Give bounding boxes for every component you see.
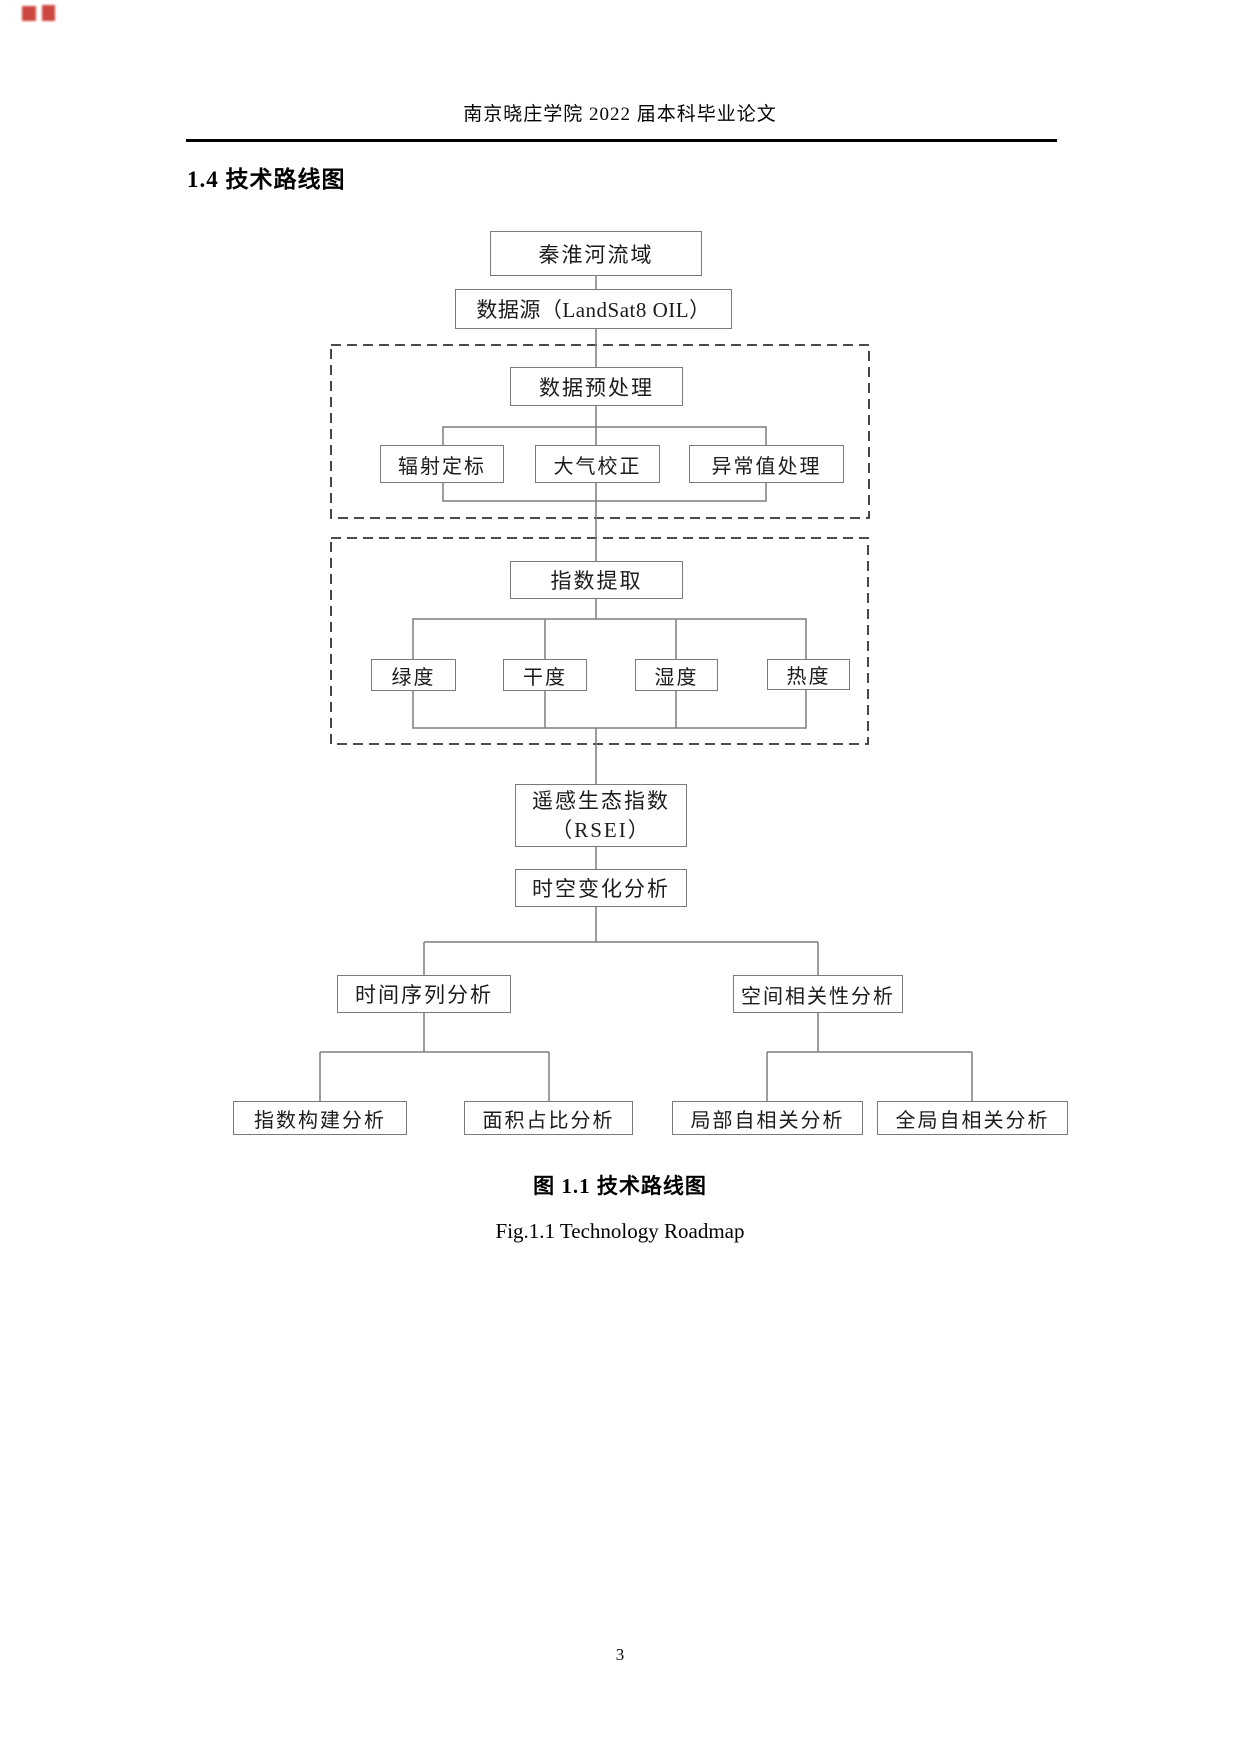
node-spatial-correlation-analysis: 空间相关性分析 xyxy=(733,975,903,1013)
node-time-series-analysis: 时间序列分析 xyxy=(337,975,511,1013)
node-global-autocorrelation-analysis: 全局自相关分析 xyxy=(877,1101,1068,1135)
node-data-source: 数据源（LandSat8 OIL） xyxy=(455,289,732,329)
node-outlier-handling: 异常值处理 xyxy=(689,445,844,483)
node-rsei-line1: 遥感生态指数 xyxy=(532,789,670,814)
node-index-construction-analysis: 指数构建分析 xyxy=(233,1101,407,1135)
node-atmospheric-correction: 大气校正 xyxy=(535,445,660,483)
node-spatiotemporal-analysis: 时空变化分析 xyxy=(515,869,687,907)
section-title: 1.4 技术路线图 xyxy=(187,167,346,192)
node-qinhuai-basin: 秦淮河流域 xyxy=(490,231,702,276)
node-radiometric-calibration: 辐射定标 xyxy=(380,445,504,483)
node-rsei: 遥感生态指数 （RSEI） xyxy=(515,784,687,847)
header-divider xyxy=(186,139,1057,142)
node-rsei-line2: （RSEI） xyxy=(551,817,651,842)
dashed-box-preprocessing xyxy=(330,344,870,519)
node-wetness: 湿度 xyxy=(635,659,718,691)
node-greenness: 绿度 xyxy=(371,659,456,691)
node-heat: 热度 xyxy=(767,659,850,690)
node-data-preprocessing: 数据预处理 xyxy=(510,367,683,406)
figure-caption-zh: 图 1.1 技术路线图 xyxy=(533,1174,707,1198)
figure-caption-en: Fig.1.1 Technology Roadmap xyxy=(495,1219,745,1243)
dashed-box-index-extraction xyxy=(330,537,869,745)
node-dryness: 干度 xyxy=(503,659,587,691)
page-number: 3 xyxy=(615,1645,625,1664)
node-local-autocorrelation-analysis: 局部自相关分析 xyxy=(672,1101,863,1135)
node-index-extraction: 指数提取 xyxy=(510,561,683,599)
node-area-ratio-analysis: 面积占比分析 xyxy=(464,1101,633,1135)
page-header: 南京晓庄学院 2022 届本科毕业论文 xyxy=(463,104,777,125)
